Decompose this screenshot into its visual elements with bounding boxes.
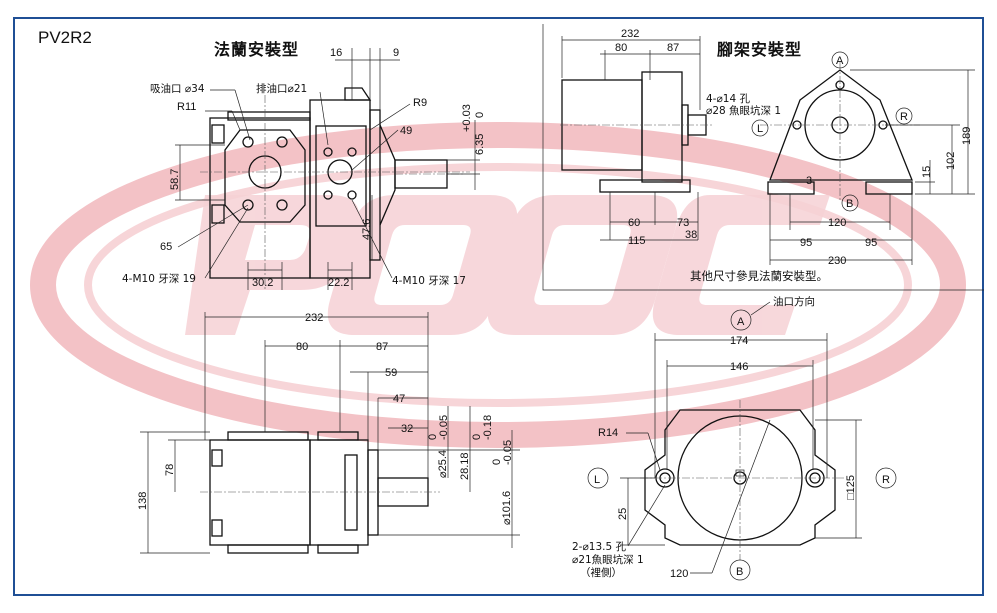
dim-16: 16 [330, 47, 342, 59]
front-counterbore-spec: ⌀21魚眼坑深 1 [572, 553, 644, 566]
dim-30-2: 30.2 [252, 277, 273, 289]
front-dim-174: 174 [730, 335, 748, 347]
foot-dim-115: 115 [628, 235, 646, 247]
front-view: A 油口方向 174 146 R14 L R B □125 25 120 2-⌀… [572, 295, 897, 581]
side-dim-78: 78 [164, 464, 176, 476]
front-flange-outline [644, 409, 836, 546]
tol-plus: +0.03 [461, 104, 473, 132]
side-dim-47: 47 [393, 393, 405, 405]
side-dim-232: 232 [305, 312, 323, 324]
flange-view-title: 法蘭安裝型 [214, 40, 300, 59]
dim-49: 49 [400, 125, 412, 137]
side-pilot-tol: 0-0.05 [491, 440, 514, 465]
side-dim-80: 80 [296, 341, 308, 353]
foot-mark-b: B [846, 198, 853, 210]
side-pilot-dia: ⌀101.6 [501, 491, 513, 525]
foot-dim-102: 102 [945, 152, 957, 170]
foot-bracket-end [769, 69, 913, 181]
side-housing-left [209, 439, 311, 546]
oil-direction-label: 油口方向 [773, 295, 815, 308]
front-mark-l: L [594, 474, 600, 486]
side-dim-87: 87 [376, 341, 388, 353]
tol-zero: 0 [474, 112, 486, 118]
foot-dim-95-left: 95 [800, 237, 812, 249]
foot-dim-73: 73 [677, 217, 689, 229]
front-inside-note: （裡側） [580, 566, 622, 579]
foot-mark-a: A [836, 55, 844, 67]
front-mark-r: R [882, 474, 890, 486]
label-r11: R11 [177, 101, 196, 113]
front-square-125: □125 [845, 475, 857, 500]
foot-dim-3: 3 [806, 175, 812, 187]
front-mark-a: A [737, 316, 745, 328]
foot-mount-view: 232 80 87 4-⌀14 孔 ⌀28 魚眼坑深 1 60 73 115 3… [560, 28, 975, 267]
foot-view-border [542, 24, 984, 291]
foot-dim-60: 60 [628, 217, 640, 229]
front-mark-l-circle [587, 467, 609, 489]
side-view: 232 80 87 59 47 32 138 78 ⌀25.4 0-0.05 2… [137, 312, 520, 554]
foot-dim-95-right: 95 [865, 237, 877, 249]
foot-counterbore-spec: ⌀28 魚眼坑深 1 [706, 104, 781, 117]
side-shaft-dia: ⌀25.4 [437, 450, 449, 478]
foot-mark-r: R [900, 111, 908, 123]
front-dim-146: 146 [730, 361, 748, 373]
side-key-tol: 0-0.18 [471, 415, 494, 440]
dim-22-2: 22.2 [328, 277, 349, 289]
label-r9: R9 [413, 97, 427, 109]
flange-housing-right [309, 99, 371, 279]
tap-right-label: 4-M10 牙深 17 [392, 275, 466, 287]
dim-6-35: 6.35 [474, 134, 486, 155]
front-mark-a-circle [730, 309, 752, 331]
flange-mount-view: 16 9 吸油口 ⌀34 排油口⌀21 R11 R9 49 58.7 65 4-… [122, 47, 486, 290]
side-shaft-tol: 0-0.05 [427, 415, 450, 440]
model-name: PV2R2 [38, 28, 92, 47]
foot-base-side [599, 179, 691, 193]
tap-left-label: 4-M10 牙深 19 [122, 273, 196, 285]
side-dim-32: 32 [401, 423, 413, 435]
front-r14: R14 [598, 427, 618, 439]
dim-65: 65 [160, 241, 172, 253]
foot-dim-38: 38 [685, 229, 697, 241]
dim-47-6: 47.6 [361, 219, 373, 240]
front-mark-r-circle [875, 467, 897, 489]
foot-dim-87: 87 [667, 42, 679, 54]
side-dim-59: 59 [385, 367, 397, 379]
foot-dim-230: 230 [828, 255, 846, 267]
dim-9: 9 [393, 47, 399, 59]
front-dim-25: 25 [617, 508, 629, 520]
foot-mark-l: L [757, 123, 763, 135]
front-hole-spec: 2-⌀13.5 孔 [572, 540, 627, 553]
side-dim-138: 138 [137, 492, 149, 510]
foot-view-title: 腳架安裝型 [717, 40, 803, 59]
foot-dim-189: 189 [961, 127, 973, 145]
discharge-port-label: 排油口⌀21 [256, 82, 307, 95]
foot-dim-120: 120 [828, 217, 846, 229]
suction-port-label: 吸油口 ⌀34 [150, 82, 205, 95]
dim-58-7: 58.7 [169, 169, 181, 190]
foot-dim-80: 80 [615, 42, 627, 54]
front-dim-120: 120 [670, 568, 688, 580]
side-key-dim: 28.18 [459, 452, 471, 480]
suction-port-flange [224, 129, 306, 223]
side-housing-right [309, 439, 369, 546]
front-mark-b: B [736, 566, 743, 578]
front-mark-b-circle [729, 559, 751, 581]
foot-dim-232: 232 [621, 28, 639, 40]
foot-hole-spec: 4-⌀14 孔 [706, 92, 750, 105]
foot-view-note: 其他尺寸參見法蘭安裝型。 [690, 269, 828, 283]
foot-dim-15: 15 [921, 166, 933, 178]
